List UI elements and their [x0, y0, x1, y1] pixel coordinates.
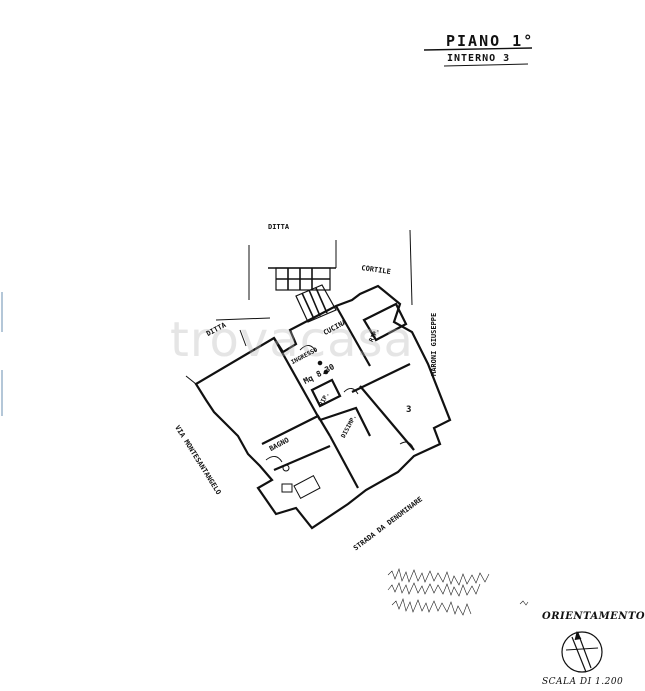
orientation-label: ORIENTAMENTO — [542, 611, 645, 622]
compass-rose — [561, 630, 603, 673]
edge-margin-marks — [1, 292, 3, 416]
label-room-number: 3 — [406, 405, 412, 415]
scale-label: SCALA DI 1.200 — [542, 677, 624, 687]
watermark: trovacasa — [170, 312, 414, 368]
stair-block — [275, 267, 337, 323]
apartment-outline — [194, 284, 452, 530]
label-street-right: MARONI GIUSEPPE — [430, 312, 438, 376]
unit-subtitle: INTERNO 3 — [447, 53, 511, 64]
signature-scribble — [387, 568, 529, 616]
label-ditta-top: DITTA — [268, 223, 290, 231]
floor-title: PIANO 1° — [446, 32, 535, 50]
